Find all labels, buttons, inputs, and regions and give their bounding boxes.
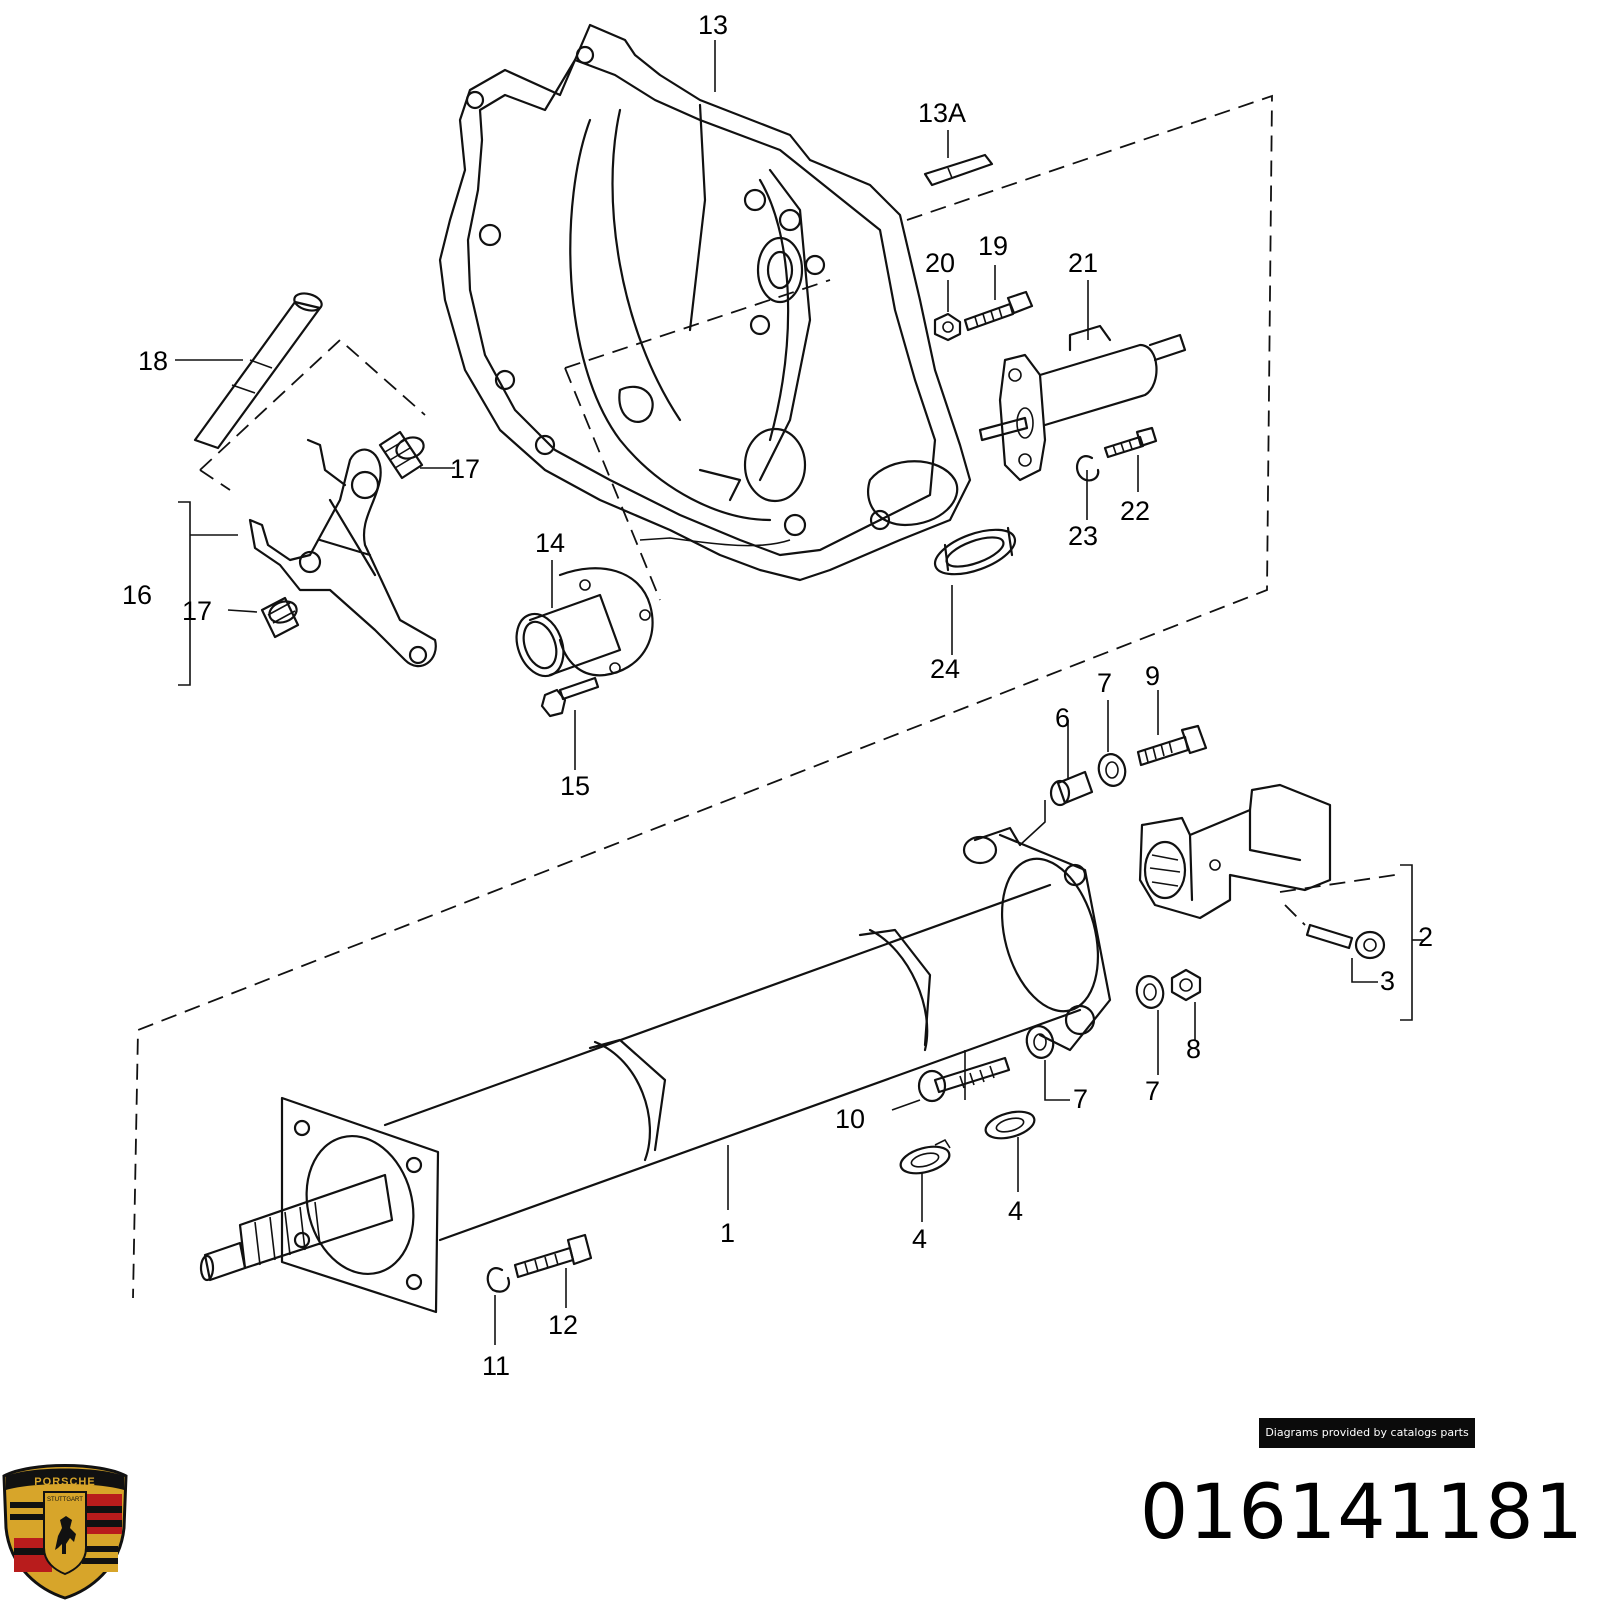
- bearing-housing-2: [1138, 783, 1332, 920]
- callout-7-upper: 7: [1097, 668, 1112, 698]
- bolt-22: [1103, 426, 1158, 459]
- bolt-3: [1305, 923, 1386, 960]
- callout-7-lower: 7: [1073, 1084, 1088, 1114]
- bolt-15: [540, 676, 600, 718]
- hex-nut-8: [1170, 968, 1202, 1002]
- circlip-11: [486, 1267, 511, 1293]
- callout-17-lower: 17: [182, 596, 212, 626]
- bushing-17-upper: [378, 430, 425, 480]
- washer-7-lower: [1025, 1025, 1055, 1059]
- dowel-pin: [923, 153, 994, 187]
- crest-brand-text: PORSCHE: [34, 1476, 95, 1488]
- callout-4-left: 4: [912, 1224, 927, 1254]
- crest-banner: [6, 1468, 124, 1490]
- tab-washer-4-right: [984, 1110, 1036, 1140]
- callout-17-upper: 17: [450, 454, 480, 484]
- spring-washer-23: [1075, 455, 1100, 482]
- slave-cylinder: [978, 324, 1187, 482]
- callout-14: 14: [535, 528, 565, 558]
- callout-18: 18: [138, 346, 168, 376]
- upper-housing-dash: [564, 279, 831, 369]
- credit-badge: Diagrams provided by catalogs parts: [1259, 1418, 1475, 1448]
- callout-22: 22: [1120, 496, 1150, 526]
- spacer-6: [1049, 770, 1094, 807]
- bolt-19: [963, 290, 1034, 332]
- hex-nut-20: [933, 312, 962, 342]
- callout-13a: 13A: [918, 98, 966, 128]
- callout-16: 16: [122, 580, 152, 610]
- bolt-9: [1136, 724, 1208, 767]
- release-fork-16: [248, 438, 437, 668]
- tab-washer-4-left: [899, 1138, 951, 1175]
- seal-ring-24: [933, 526, 1017, 576]
- bushing-17-lower: [260, 596, 300, 639]
- fork-group-dash-2: [199, 469, 231, 491]
- washer-7-upper: [1097, 753, 1127, 787]
- upper-group-outline: [132, 94, 1273, 1299]
- callout-3: 3: [1380, 966, 1395, 996]
- callout-7-right: 7: [1145, 1076, 1160, 1106]
- crest-city-text: STUTTGART: [47, 1497, 83, 1503]
- callout-11: 11: [482, 1351, 510, 1381]
- callout-15: 15: [560, 771, 590, 801]
- callout-19: 19: [978, 231, 1008, 261]
- callout-13: 13: [698, 10, 728, 40]
- callout-6: 6: [1055, 703, 1070, 733]
- porsche-crest-logo: PORSCHE STUTTGART: [2, 1464, 128, 1600]
- central-tube-1: [199, 826, 1112, 1314]
- washer-7-right: [1135, 975, 1165, 1009]
- fork-group-dash: [199, 338, 426, 471]
- fork-shaft-18: [193, 292, 323, 450]
- callout-24: 24: [930, 654, 960, 684]
- callout-23: 23: [1068, 521, 1098, 551]
- part-number: 016141181: [1139, 1467, 1584, 1556]
- guide-tube-14: [515, 567, 654, 678]
- callout-10: 10: [835, 1104, 865, 1134]
- bearing-group-dash-2: [1284, 904, 1306, 926]
- horse-icon: [55, 1516, 76, 1554]
- bolt-12: [513, 1233, 593, 1279]
- bellhousing: [438, 23, 972, 582]
- bolt-10: [917, 1056, 1011, 1103]
- callout-8: 8: [1186, 1034, 1201, 1064]
- leader-lines: [175, 40, 1425, 1345]
- callout-12: 12: [548, 1310, 578, 1340]
- callout-labels: 13 13A 20 19 21 18 17 16 17 14 24 23 22 …: [122, 10, 1433, 1381]
- callout-21: 21: [1068, 248, 1098, 278]
- callout-9: 9: [1145, 661, 1160, 691]
- callout-20: 20: [925, 248, 955, 278]
- release-guide-dash: [564, 367, 661, 601]
- callout-1: 1: [720, 1218, 735, 1248]
- crest-stripes-tr: [82, 1494, 122, 1534]
- bearing-group-dash: [1279, 874, 1396, 893]
- callout-2: 2: [1418, 922, 1433, 952]
- crest-stripes-br: [82, 1538, 118, 1572]
- callout-4-right: 4: [1008, 1196, 1023, 1226]
